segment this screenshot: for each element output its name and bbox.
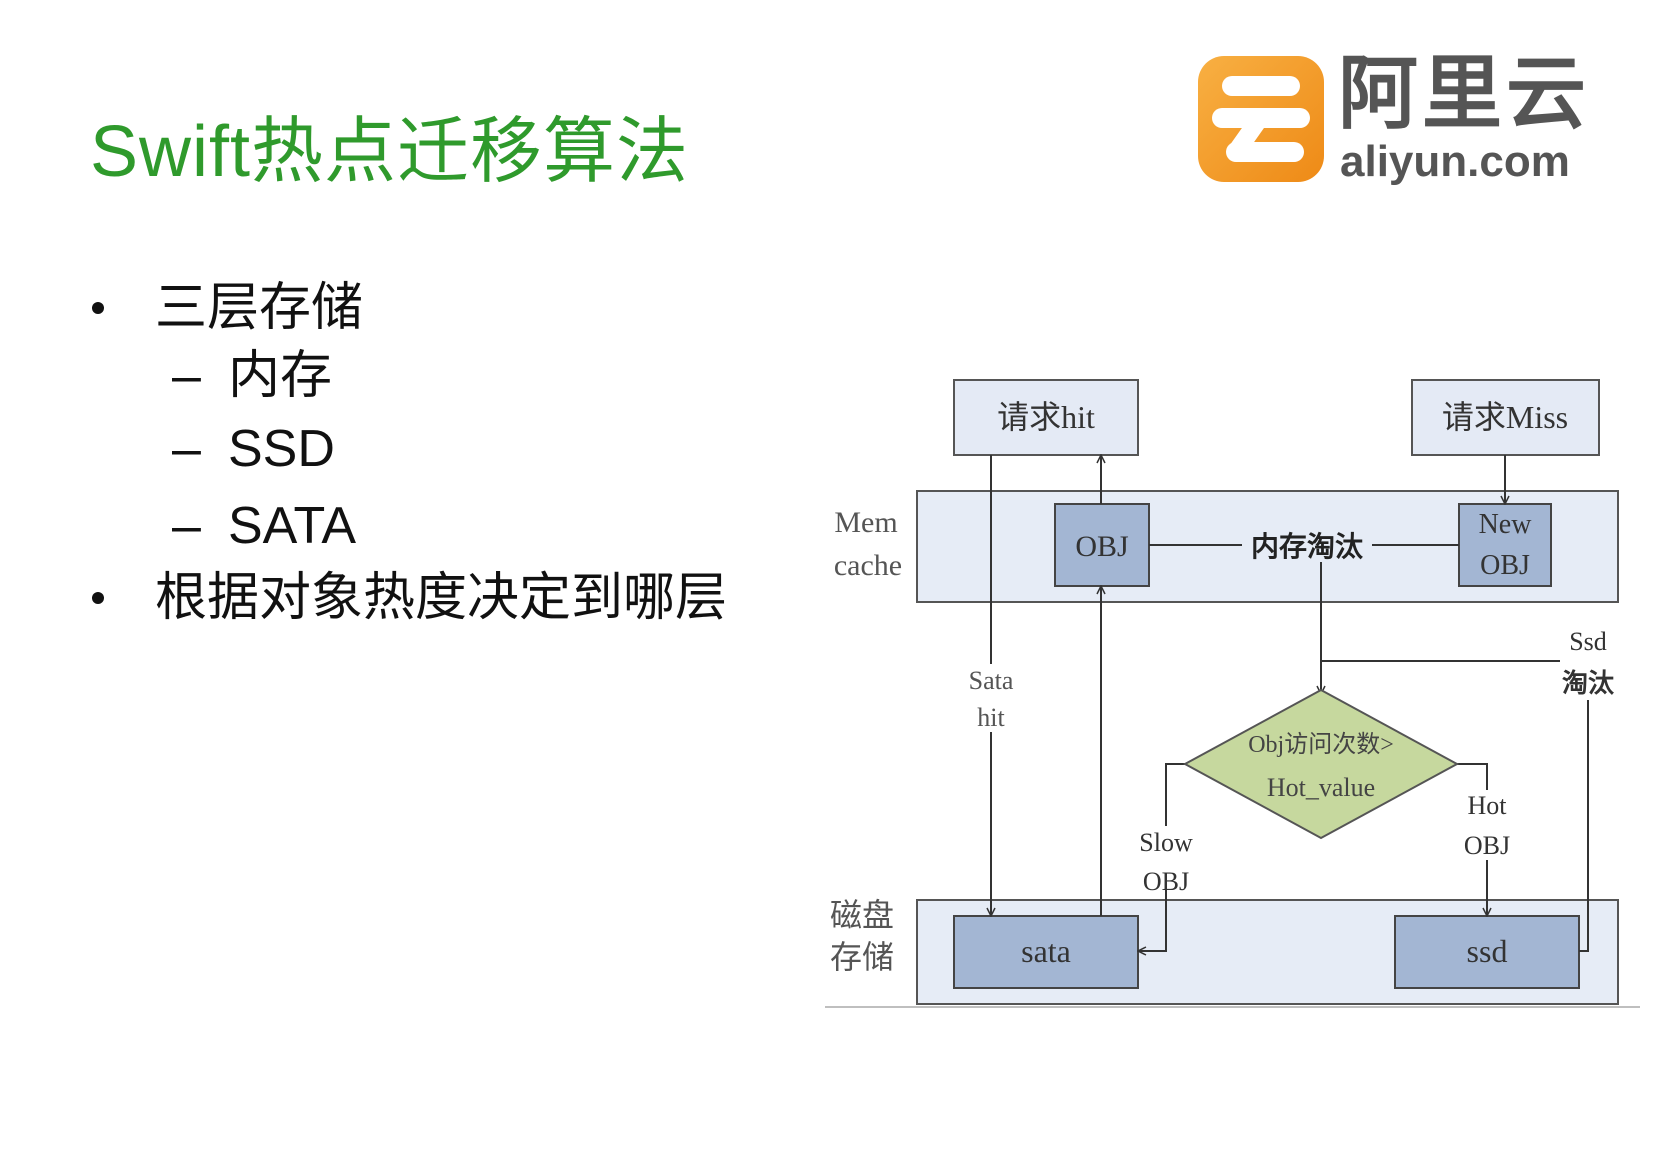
new-obj-label: New (1479, 509, 1533, 540)
decision-label: Hot_value (1267, 773, 1375, 802)
obj-box (1054, 503, 1150, 587)
disk-storage-label: 存储 (830, 939, 894, 975)
ssd-label: ssd (1467, 933, 1508, 969)
slow-obj-label: OBJ (1143, 867, 1189, 896)
request-hit-box (953, 379, 1139, 456)
slide-title: Swift热点迁移算法 (90, 112, 690, 192)
mem-cache-label: Mem (834, 506, 897, 539)
aliyun-cloud-icon (1198, 56, 1324, 182)
request-miss-label: 请求Miss (1442, 399, 1568, 435)
hot-value-decision (1182, 688, 1460, 840)
mem-evict-label: 内存淘汰 (1251, 530, 1363, 563)
logo-text-cn: 阿里云 (1338, 47, 1590, 140)
obj-label: OBJ (1075, 530, 1129, 563)
ssd-box (1394, 915, 1580, 989)
aliyun-logo: 阿里云 aliyun.com (1198, 54, 1618, 184)
label-bg (1242, 528, 1372, 562)
slow-obj-label: Slow (1139, 828, 1193, 857)
sub-bullet-dash: – (172, 420, 201, 478)
decision-label: Obj访问次数> (1248, 731, 1394, 758)
request-miss-box (1411, 379, 1600, 456)
sata-hit-label: Sata (969, 666, 1014, 695)
new-obj-label: OBJ (1480, 550, 1530, 581)
sub-bullet-item: SATA (228, 497, 357, 555)
disk-storage-label: 磁盘 (830, 897, 894, 933)
request-hit-label: 请求hit (997, 399, 1095, 435)
sata-label: sata (1021, 933, 1071, 969)
ssd-evict-label: Ssd (1569, 627, 1607, 656)
ssd-evict-label: 淘汰 (1562, 669, 1614, 698)
new-obj-box (1458, 503, 1552, 587)
sata-box (953, 915, 1139, 989)
logo-text-en: aliyun.com (1340, 137, 1570, 186)
bullet-item: 三层存储 (155, 279, 364, 337)
bullet-item: 根据对象热度决定到哪层 (155, 569, 728, 627)
sub-bullet-item: 内存 (228, 347, 333, 405)
bullet-dot (92, 302, 104, 314)
mem-cache-label: cache (834, 549, 902, 582)
hot-obj-label: OBJ (1464, 831, 1510, 860)
sub-bullet-dash: – (172, 347, 201, 405)
sub-bullet-dash: – (172, 497, 201, 555)
sub-bullet-item: SSD (228, 420, 335, 478)
bullet-dot (92, 592, 104, 604)
label-bg (962, 664, 1020, 732)
hot-obj-label: Hot (1468, 791, 1508, 820)
sata-hit-label: hit (977, 703, 1005, 732)
